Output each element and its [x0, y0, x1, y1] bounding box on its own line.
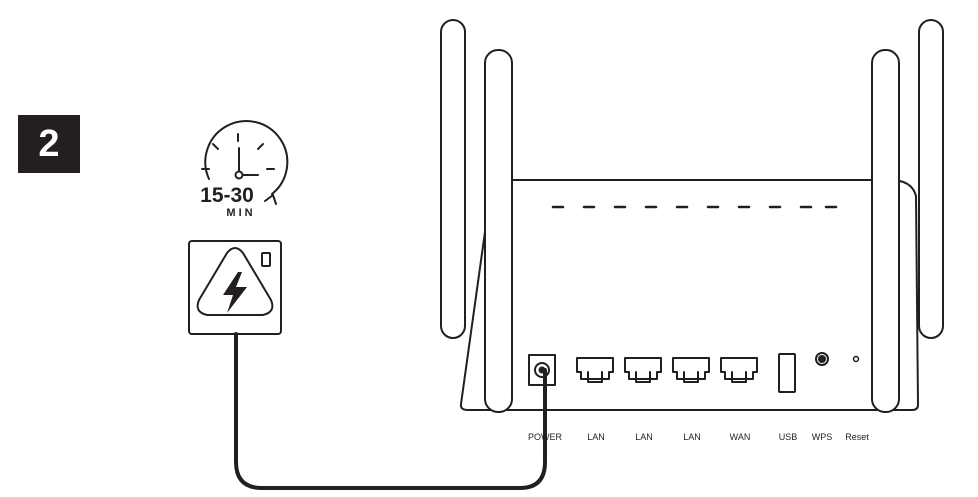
- lan-port-1: [576, 357, 614, 383]
- port-label-lan-3: LAN: [683, 432, 701, 442]
- lan-port-2: [624, 357, 662, 383]
- port-label-power: POWER: [528, 432, 563, 442]
- antenna-right-rear: [918, 19, 944, 339]
- timer-unit: MIN: [226, 207, 255, 219]
- antenna-right-front: [871, 49, 900, 413]
- port-label-wan: WAN: [730, 432, 751, 442]
- wall-socket-icon: [188, 240, 282, 335]
- antenna-left-front: [484, 49, 513, 413]
- step-number-badge: 2: [18, 115, 80, 173]
- lan-port-3: [672, 357, 710, 383]
- wan-port: [720, 357, 758, 383]
- timer-duration: 15-30: [200, 184, 254, 207]
- usb-port: [778, 353, 796, 393]
- reset-button: [852, 355, 860, 363]
- wps-button: [815, 352, 829, 366]
- power-cable: [234, 332, 547, 490]
- port-label-wps: WPS: [812, 432, 833, 442]
- timer-icon: [201, 120, 289, 205]
- port-label-lan-1: LAN: [587, 432, 605, 442]
- port-label-lan-2: LAN: [635, 432, 653, 442]
- port-label-reset: Reset: [845, 432, 869, 442]
- port-label-usb: USB: [779, 432, 798, 442]
- lightning-icon: [223, 272, 247, 313]
- antenna-left-rear: [440, 19, 466, 339]
